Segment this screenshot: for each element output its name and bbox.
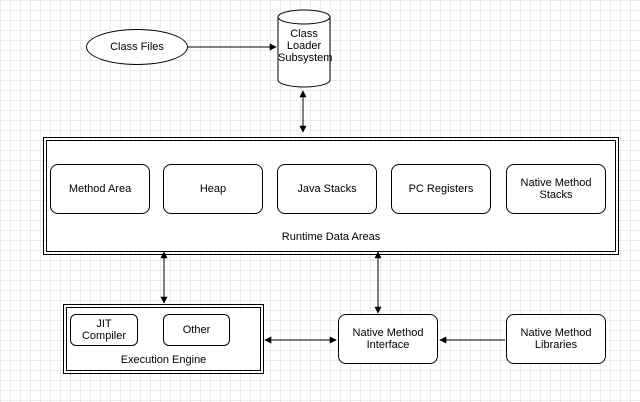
- class-loader-label: Class Loader Subsystem: [278, 28, 333, 64]
- native-method-libraries-box: Native Method Libraries: [506, 314, 606, 364]
- native-method-interface-box: Native Method Interface: [338, 314, 438, 364]
- java-stacks-label: Java Stacks: [297, 183, 357, 195]
- native-method-stacks-box: Native Method Stacks: [506, 164, 606, 214]
- class-loader-line-3: Subsystem: [278, 52, 333, 64]
- native-libraries-line-1: Native Method: [520, 327, 592, 339]
- jit-compiler-box: JIT Compiler: [70, 314, 138, 346]
- native-stacks-line-2: Stacks: [539, 189, 573, 201]
- class-loader-line-2: Loader: [286, 40, 322, 52]
- class-files-label: Class Files: [110, 41, 164, 53]
- pc-registers-label: PC Registers: [408, 183, 474, 195]
- heap-label: Heap: [199, 183, 227, 195]
- jit-compiler-label: JIT Compiler: [81, 318, 126, 342]
- execution-engine-label: Execution Engine: [120, 354, 207, 366]
- native-interface-line-1: Native Method: [352, 327, 424, 339]
- class-files-node: Class Files: [86, 29, 188, 65]
- native-libraries-line-2: Libraries: [534, 339, 578, 351]
- method-area-box: Method Area: [50, 164, 150, 214]
- method-area-label: Method Area: [68, 183, 132, 195]
- java-stacks-box: Java Stacks: [277, 164, 377, 214]
- native-stacks-line-1: Native Method: [520, 177, 592, 189]
- native-interface-line-2: Interface: [366, 339, 410, 351]
- class-loader-cylinder: [277, 9, 331, 88]
- heap-box: Heap: [163, 164, 263, 214]
- pc-registers-box: PC Registers: [391, 164, 491, 214]
- class-loader-line-1: Class: [290, 28, 318, 40]
- runtime-data-areas-label: Runtime Data Areas: [281, 231, 381, 243]
- other-label: Other: [182, 324, 211, 336]
- other-box: Other: [163, 314, 230, 346]
